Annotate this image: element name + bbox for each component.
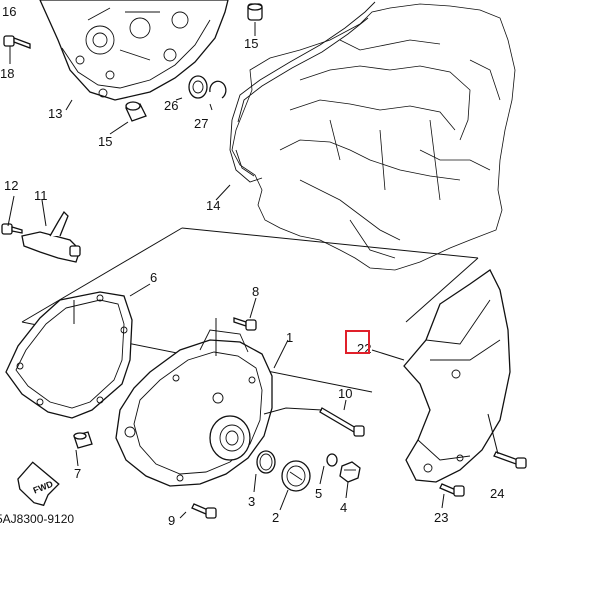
- callout-5[interactable]: 5: [315, 486, 322, 501]
- bolt-part-9[interactable]: [191, 503, 217, 519]
- callout-24[interactable]: 24: [490, 486, 504, 501]
- callout-23[interactable]: 23: [434, 510, 448, 525]
- crankcase-gasket-part-14[interactable]: [229, 1, 376, 183]
- callout-13[interactable]: 13: [48, 106, 62, 121]
- callout-15-top[interactable]: 15: [244, 36, 258, 51]
- bolt-part-10[interactable]: [319, 407, 365, 437]
- crankcase-part-13[interactable]: [39, 0, 229, 101]
- callout-1[interactable]: 1: [286, 330, 293, 345]
- plug-part-4[interactable]: [339, 461, 361, 483]
- callout-15-mid[interactable]: 15: [98, 134, 112, 149]
- leader-lines: [7, 22, 499, 519]
- callout-9[interactable]: 9: [168, 513, 175, 528]
- callout-2[interactable]: 2: [272, 510, 279, 525]
- callout-14[interactable]: 14: [206, 198, 220, 213]
- callout-3[interactable]: 3: [248, 494, 255, 509]
- callout-8[interactable]: 8: [252, 284, 259, 299]
- bolt-part-24[interactable]: [493, 451, 527, 469]
- callout-6[interactable]: 6: [150, 270, 157, 285]
- callout-4[interactable]: 4: [340, 500, 347, 515]
- callout-27[interactable]: 27: [194, 116, 208, 131]
- plug-part-2[interactable]: [281, 460, 311, 492]
- bolt-part-23[interactable]: [439, 483, 465, 497]
- screw-part-12[interactable]: [1, 223, 23, 235]
- o-ring-part-5[interactable]: [326, 453, 338, 467]
- callout-7[interactable]: 7: [74, 466, 81, 481]
- forward-arrow-icon: FWD: [17, 461, 60, 507]
- diagram-code: 5AJ8300-9120: [0, 512, 74, 526]
- engine-block-outline: [231, 3, 516, 271]
- dowel-part-15-top[interactable]: [247, 3, 263, 21]
- highlight-box: [345, 330, 370, 354]
- bolt-part-18[interactable]: [3, 35, 31, 49]
- o-ring-part-3[interactable]: [256, 450, 276, 474]
- callout-11[interactable]: 11: [34, 188, 48, 203]
- sprocket-cover-part-22[interactable]: [403, 269, 511, 483]
- callout-10[interactable]: 10: [338, 386, 352, 401]
- crankcase-cover-part-1[interactable]: [115, 329, 273, 487]
- circlip-part-27[interactable]: [209, 80, 227, 99]
- dowel-part-15-mid[interactable]: [125, 101, 147, 122]
- bolt-part-8[interactable]: [233, 317, 257, 331]
- oil-seal-part-26[interactable]: [188, 75, 208, 99]
- dowel-part-7[interactable]: [73, 431, 93, 449]
- callout-18[interactable]: 18: [0, 66, 14, 81]
- callout-12[interactable]: 12: [4, 178, 18, 193]
- callout-16[interactable]: 16: [2, 4, 16, 19]
- bracket-part-11[interactable]: [21, 210, 81, 263]
- cover-gasket-part-6[interactable]: [5, 291, 133, 419]
- callout-26[interactable]: 26: [164, 98, 178, 113]
